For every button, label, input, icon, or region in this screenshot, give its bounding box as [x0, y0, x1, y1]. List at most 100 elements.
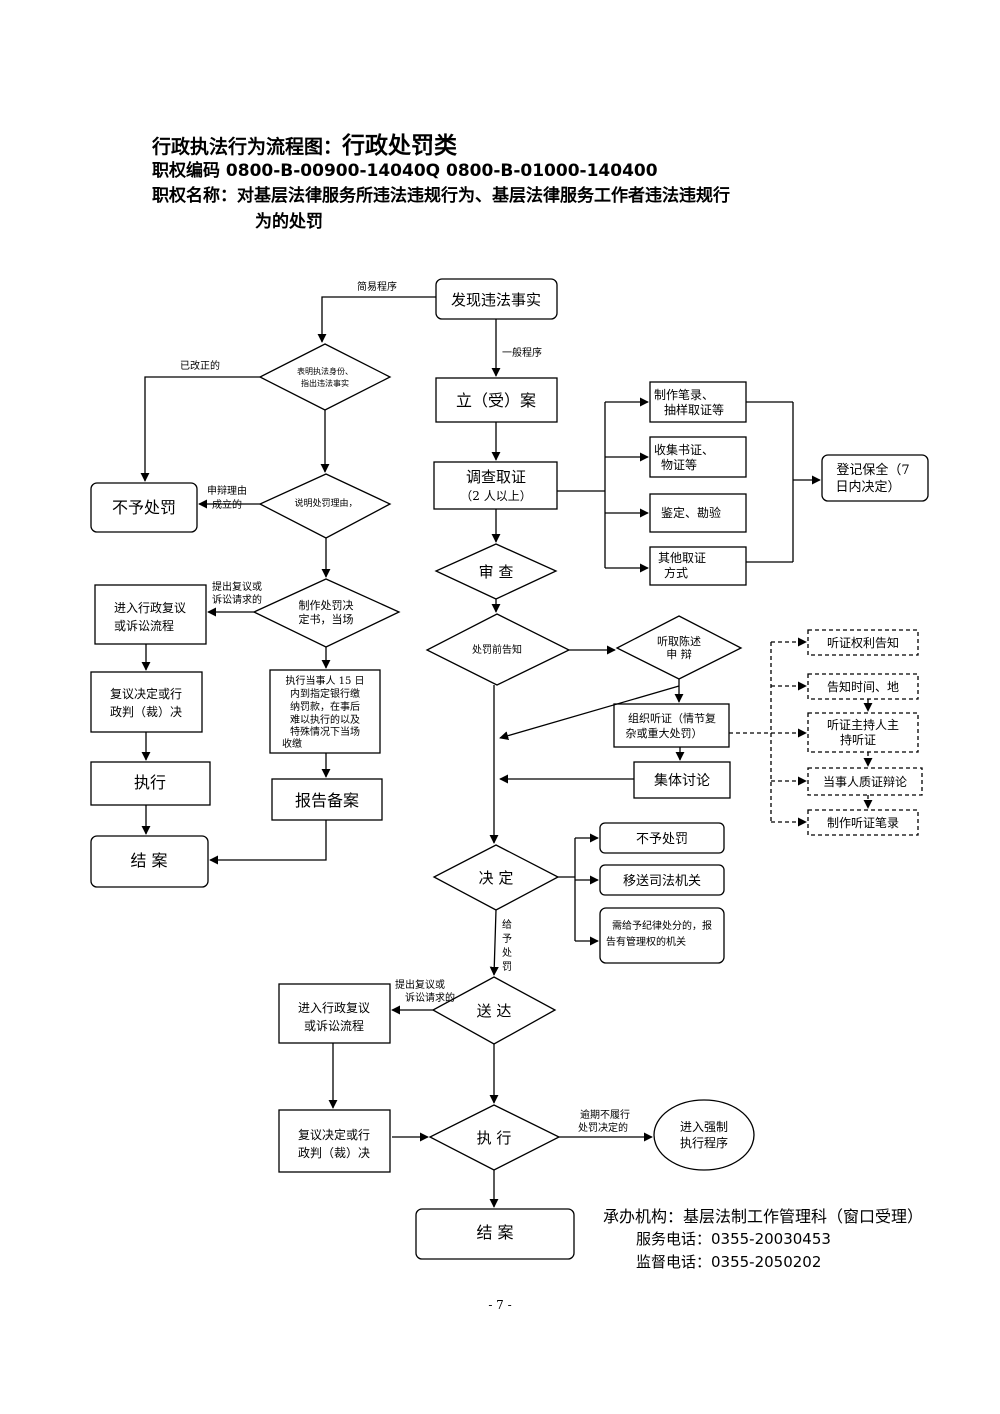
notify-time-text: 告知时间、地 [827, 680, 899, 694]
appeal-bottom-label-2: 诉讼请求的 [405, 991, 455, 1004]
give-penalty-label-4: 罚 [502, 961, 512, 973]
collect-box [649, 436, 747, 478]
record-text-2: 抽样取证等 [664, 402, 724, 417]
pay-note-text-2: 内到指定银行缴 [290, 687, 360, 700]
no-penalty-right-text: 不予处罚 [636, 832, 688, 847]
reason-text: 说明处罚理由， [294, 497, 357, 509]
cross-exam-box [807, 767, 923, 796]
review-decision-bottom-text-2: 政判（裁）决 [298, 1146, 370, 1160]
hearing-record-box [807, 809, 919, 836]
record-text-1: 制作笔录、 [654, 387, 714, 402]
decision-doc-text-2: 定书，当场 [299, 612, 354, 626]
close-bottom-box [415, 1208, 575, 1260]
review-bottom-text-1: 进入行政复议 [298, 1001, 370, 1015]
report-filing-box [271, 778, 383, 821]
hearing-box [613, 703, 730, 748]
pay-note-text-5: 特殊情况下当场 [290, 725, 360, 738]
close-left-text: 结 案 [130, 851, 167, 870]
close-bottom-text: 结 案 [476, 1223, 513, 1242]
page-title-main: 行政处罚类 [342, 133, 458, 159]
cross-exam-text: 当事人质证辩论 [823, 775, 907, 789]
filing-text: 立（受）案 [456, 391, 536, 410]
other-evidence-box [649, 546, 747, 586]
pre-notice-diamond [425, 613, 571, 686]
pay-note-box [269, 669, 381, 754]
identity-text-1: 表明执法身份、 [297, 366, 353, 376]
preserve-text-1: 登记保全（7 [836, 462, 909, 478]
service-phone: 服务电话：0355-20030453 [636, 1230, 831, 1248]
review-left-box [94, 584, 207, 645]
other-evidence-text-1: 其他取证 [658, 551, 706, 565]
transfer-judicial-box [599, 864, 725, 896]
no-penalty-left-text: 不予处罚 [112, 498, 176, 517]
review-bottom-box [278, 983, 391, 1044]
preserve-text-2: 日内决定） [835, 479, 900, 495]
review-decision-bottom-text-1: 复议决定或行 [298, 1127, 370, 1142]
page-title: 行政执法行为流程图：行政处罚类 [152, 133, 458, 159]
report-filing-text: 报告备案 [295, 791, 359, 810]
host-text-2: 持听证 [840, 732, 876, 747]
page-number: - 7 - [488, 1298, 512, 1312]
authority-name-cont: 为的处罚 [255, 212, 323, 232]
overdue-label-2: 处罚决定的 [578, 1121, 628, 1134]
group-discuss-text: 集体讨论 [654, 772, 710, 789]
execute-left-box [90, 761, 211, 806]
pay-note-text-1: 执行当事人 15 日 [285, 674, 364, 687]
pre-notice-text: 处罚前告知 [472, 643, 522, 656]
discipline-text-2: 告有管理权的机关 [606, 935, 686, 948]
corrected-label: 已改正的 [180, 359, 220, 372]
hear-defense-text-1: 听取陈述 [657, 634, 701, 648]
decide-text: 决 定 [479, 869, 514, 887]
defense-valid-label-2: 成立的 [212, 498, 242, 511]
decision-doc-text-1: 制作处罚决 [299, 599, 354, 612]
pay-note-text-4: 难以执行的以及 [290, 713, 360, 726]
preserve-box [821, 454, 929, 502]
host-text-1: 听证主持人主 [827, 717, 899, 732]
give-penalty-label-3: 处 [502, 947, 512, 959]
discover-text: 发现违法事实 [451, 291, 541, 309]
execute-bottom-text: 执 行 [477, 1129, 512, 1147]
review-decision-bottom-box [278, 1109, 391, 1173]
appeal-bottom-label-1: 提出复议或 [395, 978, 445, 991]
pay-note-text-6: 收缴 [282, 737, 302, 750]
enforce-text-1: 进入强制 [680, 1120, 728, 1134]
hearing-text-2: 杂或重大处罚） [626, 726, 703, 740]
appeal-left-label-1: 提出复议或 [212, 580, 262, 593]
enforce-ellipse [653, 1099, 755, 1171]
hearing-right-box [807, 629, 919, 656]
authority-name: 职权名称：对基层法律服务所违法违规行为、基层法律服务工作者违法违规行 [152, 186, 730, 206]
supervise-phone: 监督电话：0355-2050202 [636, 1253, 822, 1271]
review-decision-left-box [90, 671, 203, 733]
review-decision-left-text-1: 复议决定或行 [110, 686, 182, 701]
identity-text-2: 指出违法事实 [301, 378, 349, 388]
give-penalty-label-1: 给 [502, 918, 512, 931]
discipline-box [599, 907, 725, 964]
discipline-text-1: 需给予纪律处分的，报 [612, 919, 712, 932]
appraise-text: 鉴定、勘验 [661, 505, 721, 520]
handling-org: 承办机构：基层法制工作管理科（窗口受理） [603, 1207, 924, 1226]
transfer-judicial-text: 移送司法机关 [623, 874, 701, 889]
hearing-right-text: 听证权利告知 [827, 636, 899, 650]
other-evidence-text-2: 方式 [664, 565, 688, 580]
deliver-text: 送 达 [477, 1002, 512, 1020]
investigate-text-1: 调查取证 [466, 468, 526, 486]
collect-text-2: 物证等 [661, 458, 697, 472]
host-box [807, 712, 919, 753]
appeal-left-label-2: 诉讼请求的 [212, 593, 262, 606]
execute-left-text: 执行 [134, 773, 166, 792]
overdue-label-1: 逾期不履行 [580, 1108, 630, 1121]
give-penalty-label-2: 予 [502, 933, 512, 945]
review-decision-left-text-2: 政判（裁）决 [110, 705, 182, 719]
enforce-text-2: 执行程序 [680, 1135, 728, 1150]
pay-note-text-3: 纳罚款，在事后 [290, 700, 360, 713]
group-discuss-box [633, 761, 731, 799]
notify-time-box [807, 673, 919, 700]
review-bottom-text-2: 或诉讼流程 [304, 1018, 364, 1033]
identity-diamond [258, 343, 392, 411]
no-penalty-right-box [599, 822, 725, 854]
defense-valid-label-1: 申辩理由 [207, 484, 247, 497]
appraise-box [649, 493, 747, 533]
investigate-text-2: （2 人以上） [460, 489, 531, 503]
review-left-text-1: 进入行政复议 [114, 601, 186, 615]
